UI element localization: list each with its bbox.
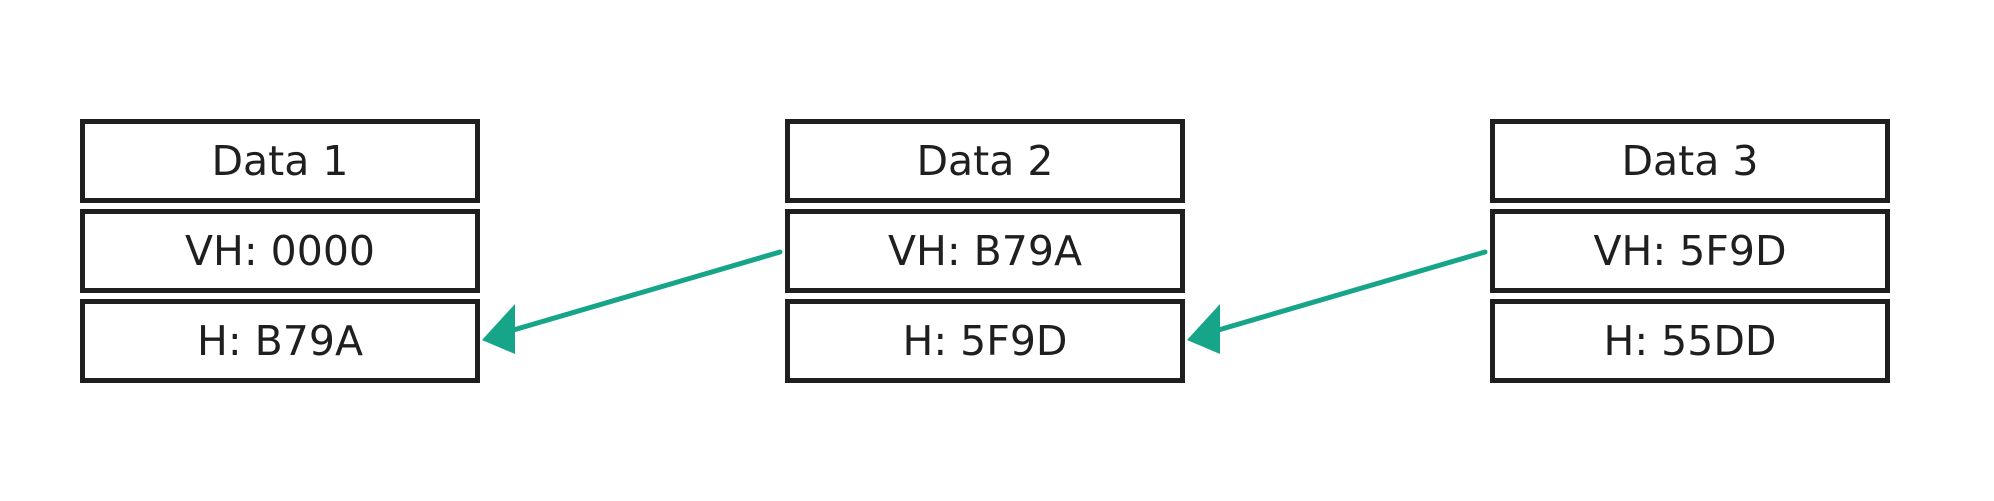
block-title: Data 2: [785, 119, 1185, 203]
block-h: H: 55DD: [1490, 299, 1890, 383]
block-vh: VH: B79A: [785, 209, 1185, 293]
block-vh: VH: 5F9D: [1490, 209, 1890, 293]
block-h: H: B79A: [80, 299, 480, 383]
block-title: Data 3: [1490, 119, 1890, 203]
block-data-2: Data 2 VH: B79A H: 5F9D: [785, 119, 1185, 383]
arrow-data2-to-data1: [482, 249, 783, 354]
arrow-data3-to-data2: [1187, 249, 1488, 354]
block-title: Data 1: [80, 119, 480, 203]
block-data-3: Data 3 VH: 5F9D H: 55DD: [1490, 119, 1890, 383]
block-vh: VH: 0000: [80, 209, 480, 293]
block-h: H: 5F9D: [785, 299, 1185, 383]
block-data-1: Data 1 VH: 0000 H: B79A: [80, 119, 480, 383]
